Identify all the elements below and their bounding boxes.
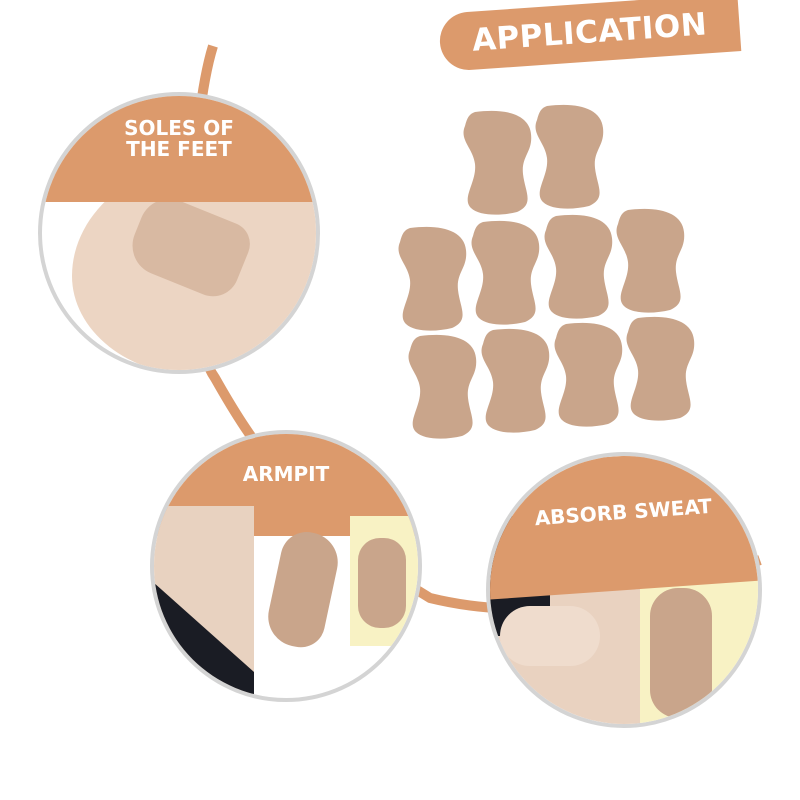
backing-sheet — [350, 516, 418, 646]
pad-item — [463, 110, 532, 215]
armpit-circle: ARMPIT — [150, 430, 422, 702]
pad-row-1 — [463, 104, 604, 215]
pad-item — [535, 104, 604, 209]
pad-item — [616, 208, 685, 313]
pad-item — [554, 322, 623, 427]
pad-row-2 — [398, 208, 685, 331]
pad-item — [481, 328, 550, 433]
pad-row-3 — [408, 316, 695, 439]
hand-image — [500, 606, 600, 666]
soles-of-feet-circle: SOLES OF THE FEET — [38, 92, 320, 374]
pad-item — [544, 214, 613, 319]
sweat-pad — [262, 527, 344, 652]
soles-label-band: SOLES OF THE FEET — [42, 96, 316, 202]
absorb-label-band: ABSORB SWEAT — [490, 456, 758, 601]
pad-item — [471, 220, 540, 325]
absorb-sweat-circle: ABSORB SWEAT — [486, 452, 762, 728]
pad-item — [408, 334, 477, 439]
pad-item — [626, 316, 695, 421]
pad-item — [398, 226, 467, 331]
